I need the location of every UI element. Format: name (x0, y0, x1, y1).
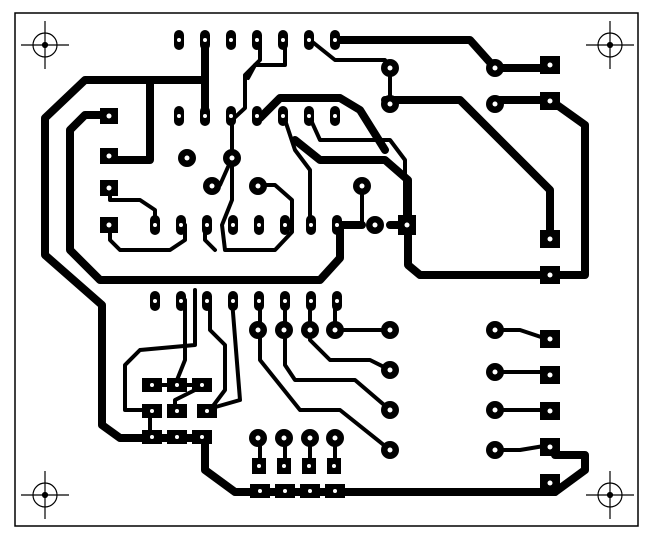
registration-mark-icon (21, 471, 69, 519)
drill-holes (106, 38, 553, 493)
registration-mark-icon (586, 471, 634, 519)
thick-traces (41, 36, 589, 496)
registration-mark-icon (21, 21, 69, 69)
registration-mark-icon (586, 21, 634, 69)
